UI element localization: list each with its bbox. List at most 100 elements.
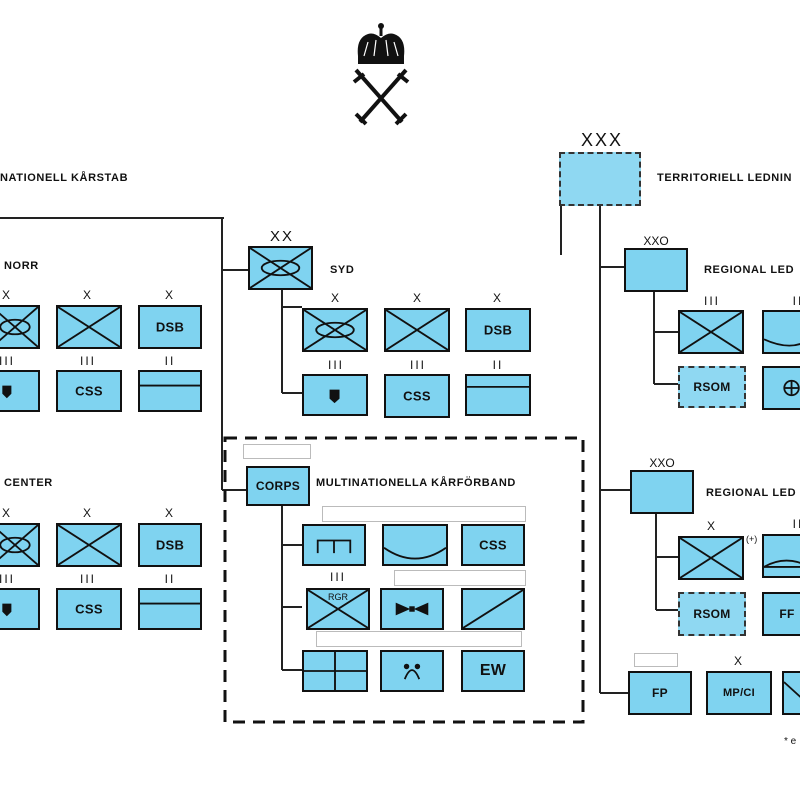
multinationella-label: MULTINATIONELLA KÅRFÖRBAND (316, 477, 516, 489)
echelon-iii: III (329, 570, 346, 584)
echelon-iii: III (409, 358, 426, 372)
norr-armor-brigade (0, 305, 40, 349)
placeholder-box (322, 506, 526, 522)
shield-icon (2, 385, 12, 399)
syd-infantry-brigade (384, 308, 450, 352)
mn-engineer-unit (302, 524, 366, 566)
norr-line-unit (138, 370, 202, 412)
center-shield-unit (0, 588, 40, 630)
echelon-x: X (82, 506, 93, 520)
echelon-iii: III (79, 354, 96, 368)
mn-css-unit: CSS (461, 524, 525, 566)
mn-grid-unit (302, 650, 368, 692)
center-armor-brigade (0, 523, 40, 567)
mn-rgr-unit: RGR (306, 588, 370, 630)
css-text: CSS (75, 601, 103, 617)
syd-shield-unit (302, 374, 368, 416)
placeholder-box (316, 631, 522, 647)
regional1-arc-unit (762, 310, 800, 354)
echelon-ii: II (164, 354, 176, 368)
cross-circle-icon (783, 379, 800, 397)
css-text: CSS (479, 537, 507, 553)
echelon-iii: III (327, 358, 344, 372)
echelon-iii: III (0, 572, 15, 586)
center-infantry-brigade (56, 523, 122, 567)
shield-icon (329, 389, 340, 404)
css-text: CSS (403, 388, 431, 404)
syd-label: SYD (330, 264, 355, 276)
norr-label: NORR (4, 260, 39, 272)
regional1-cross-unit (762, 366, 800, 410)
syd-dsb-unit: DSB (465, 308, 531, 352)
echelon-x: X (706, 519, 717, 533)
rgr-text: RGR (328, 592, 348, 602)
echelon-iii: III (79, 572, 96, 586)
echelon-xx: XX (269, 228, 294, 245)
corps-text: CORPS (255, 479, 301, 493)
center-dsb-unit: DSB (138, 523, 202, 567)
echelon-iii: III (703, 294, 720, 308)
ew-text: EW (479, 662, 507, 679)
armed-forces-emblem (350, 12, 412, 130)
mpci-text: MP/CI (722, 687, 756, 699)
placeholder-box (634, 653, 678, 667)
center-line-unit (138, 588, 202, 630)
territoriell-hq-unit (559, 152, 641, 206)
syd-armor-brigade (302, 308, 368, 352)
dsb-text: DSB (155, 537, 185, 553)
css-text: CSS (75, 383, 103, 399)
regional2-rsom-unit: RSOM (678, 592, 746, 636)
mn-diagonal-unit (461, 588, 525, 630)
regional2-label: REGIONAL LED (706, 487, 797, 499)
regional2-ff-unit: FF (762, 592, 800, 636)
syd-line-unit (465, 374, 531, 416)
regional2-arc-unit (762, 534, 800, 578)
plus-marker: (+) (746, 534, 758, 544)
center-css-unit: CSS (56, 588, 122, 630)
mn-bowtie-unit (380, 588, 444, 630)
echelon-ii: II (164, 572, 176, 586)
regional1-rsom-unit: RSOM (678, 366, 746, 408)
echelon-x: X (492, 291, 503, 305)
mn-ew-unit: EW (461, 650, 525, 692)
fp-text: FP (652, 686, 668, 700)
echelon-ii: II (492, 358, 504, 372)
echelon-ii: II (792, 517, 800, 531)
xxx-echelon: XXX (580, 130, 624, 150)
regional1-hq (624, 248, 688, 292)
echelon-x: X (412, 291, 423, 305)
arc-icon (403, 669, 421, 680)
echelon-x: X (330, 291, 341, 305)
regional1-label: REGIONAL LED (704, 264, 795, 276)
mn-antenna-unit (380, 650, 444, 692)
nationell-karstab-label: NATIONELL KÅRSTAB (0, 172, 129, 184)
mn-arc-unit (382, 524, 448, 566)
regional1-infantry-unit (678, 310, 744, 354)
regional2-infantry-unit (678, 536, 744, 580)
echelon-x: X (1, 506, 12, 520)
rsom-text: RSOM (693, 607, 731, 621)
echelon-x: X (164, 506, 175, 520)
echelon-x: X (82, 288, 93, 302)
regional2-hq (630, 470, 694, 514)
shield-icon (2, 603, 12, 617)
corps-unit: CORPS (246, 466, 310, 506)
echelon-x: X (1, 288, 12, 302)
echelon-iii: III (0, 354, 15, 368)
echelon-xxo: XXO (649, 456, 675, 470)
echelon-ii: II (792, 294, 800, 308)
center-label: CENTER (4, 477, 53, 489)
ff-text: FF (779, 607, 795, 621)
rsom-text: RSOM (693, 380, 731, 394)
bowtie-icon (395, 602, 429, 616)
syd-division-hq (248, 246, 313, 290)
mpci-unit: MP/CI (706, 671, 772, 715)
syd-css-unit: CSS (384, 374, 450, 418)
norr-infantry-brigade (56, 305, 122, 349)
norr-shield-unit (0, 370, 40, 412)
dsb-text: DSB (483, 322, 513, 338)
dsb-text: DSB (155, 319, 185, 335)
footnote: * e (784, 736, 797, 747)
echelon-x: X (733, 654, 744, 668)
